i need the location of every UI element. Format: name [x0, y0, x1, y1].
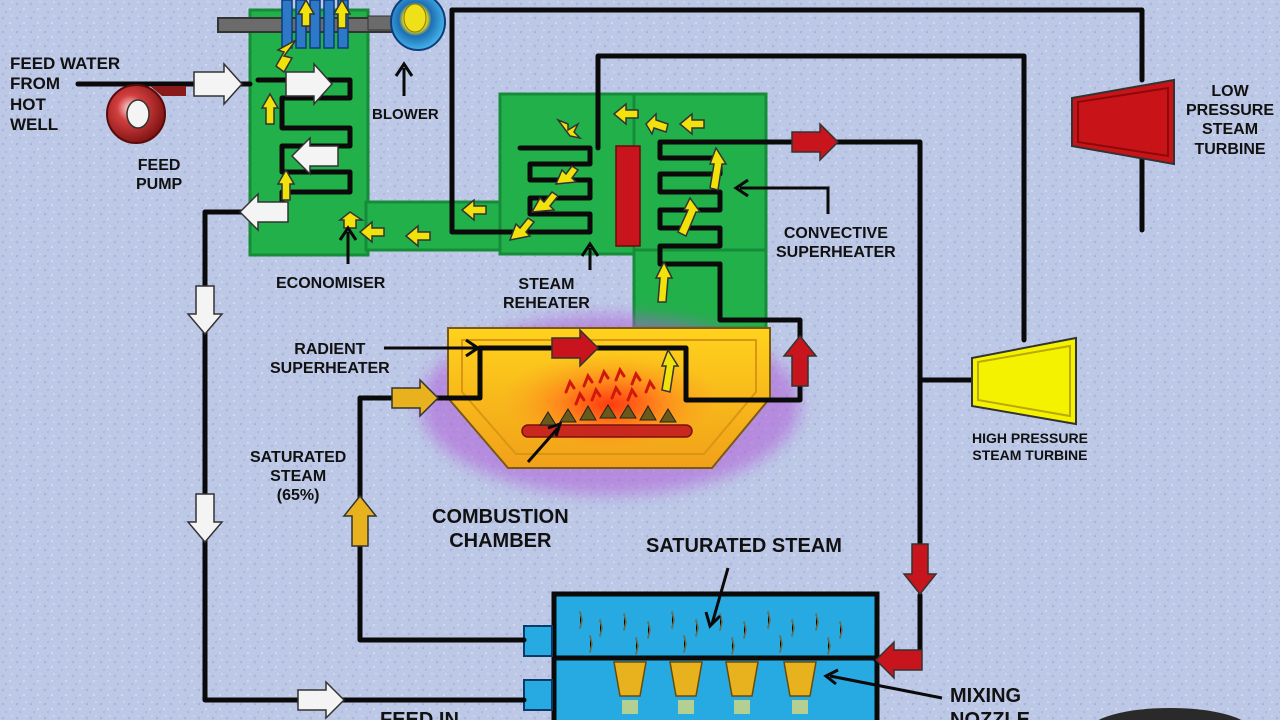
feed-water-label: FEED WATER FROM HOT WELL [10, 54, 121, 135]
economiser-label: ECONOMISER [276, 275, 386, 292]
steam-drum [523, 591, 880, 720]
flow-arrows [186, 0, 938, 720]
high-pressure-turbine-label: HIGH PRESSURE STEAM TURBINE [972, 430, 1088, 463]
convective-superheater-label: CONVECTIVE SUPERHEATER [776, 225, 896, 262]
blower-label: BLOWER [372, 106, 439, 123]
condenser-edge [1098, 708, 1242, 720]
nozzle-icon [613, 661, 817, 697]
piping [75, 7, 1145, 703]
pointer-arrows [338, 61, 943, 700]
saturated-steam-65-label: SATURATED STEAM (65%) [250, 449, 347, 505]
low-pressure-turbine [1071, 78, 1175, 166]
low-pressure-turbine-label: LOW PRESSURE STEAM TURBINE [1186, 83, 1275, 158]
radient-superheater-label: RADIENT SUPERHEATER [270, 341, 390, 378]
combustion-chamber-label: COMBUSTION CHAMBER [432, 506, 569, 552]
blower-fan-icon [367, 0, 446, 51]
feed-in-label: FEED IN [380, 709, 459, 720]
saturated-steam-label: SATURATED STEAM [646, 535, 842, 557]
turbine-icon [1071, 78, 1175, 166]
high-pressure-turbine [971, 336, 1077, 426]
pump-icon [106, 84, 186, 144]
mixing-nozzle-label: MIXING NOZZLE [950, 685, 1030, 720]
feed-pump-label: FEED PUMP [136, 157, 183, 194]
combustion-chamber [420, 315, 800, 495]
steam-reheater-label: STEAM REHEATER [503, 276, 590, 313]
